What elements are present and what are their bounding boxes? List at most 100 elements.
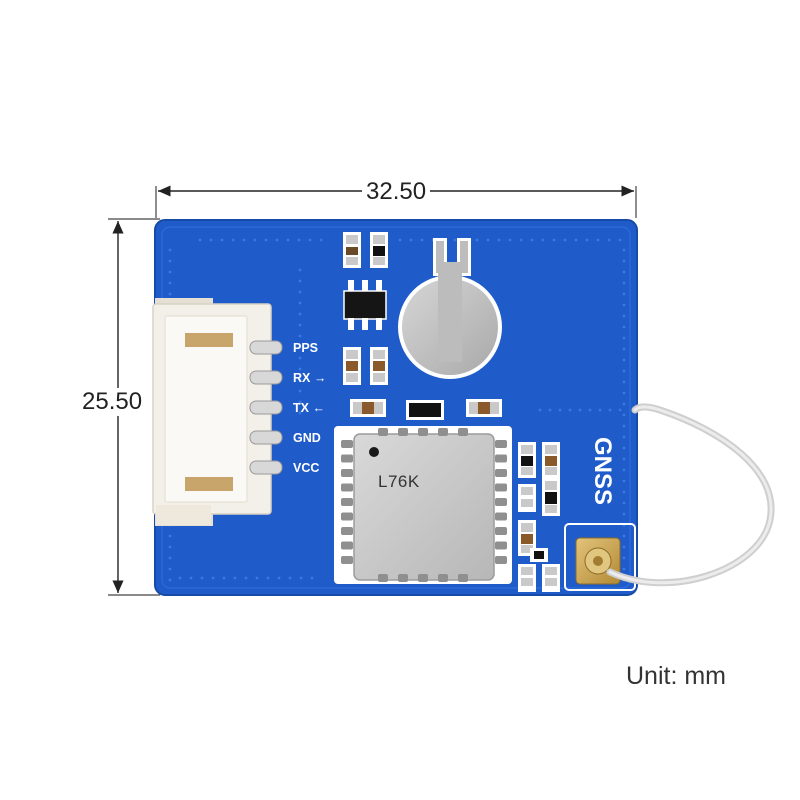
pin-label-rx: RX → <box>293 371 327 385</box>
via-dot <box>253 238 257 242</box>
module-pad <box>458 574 468 582</box>
via-dot <box>308 238 312 242</box>
via-dot <box>168 248 172 252</box>
via-dot <box>622 248 626 252</box>
module-pad <box>495 527 507 535</box>
pin-label-tx: TX ← <box>293 401 325 415</box>
via-dot <box>607 238 611 242</box>
module-pad <box>438 428 448 436</box>
via-dot <box>178 576 182 580</box>
pin-label-vcc: VCC <box>293 461 320 475</box>
via-dot <box>548 408 552 412</box>
via-dot <box>588 408 592 412</box>
via-dot <box>189 576 193 580</box>
via-dot <box>622 347 626 351</box>
pin-label-gnd: GND <box>293 431 321 445</box>
via-dot <box>168 534 172 538</box>
via-dot <box>168 281 172 285</box>
via-dot <box>168 259 172 263</box>
module-pad <box>495 483 507 492</box>
via-dot <box>622 468 626 472</box>
via-dot <box>222 576 226 580</box>
module-pad <box>341 454 353 463</box>
module-pad <box>495 541 507 550</box>
via-dot <box>622 490 626 494</box>
via-dot <box>622 545 626 549</box>
via-dot <box>398 238 402 242</box>
via-dot <box>298 301 302 305</box>
pin-label-pps: PPS <box>293 341 319 355</box>
via-dot <box>298 279 302 283</box>
gnss-silkscreen-label: GNSS <box>589 436 616 506</box>
via-dot <box>622 325 626 329</box>
via-dot <box>168 292 172 296</box>
via-dot <box>552 238 556 242</box>
via-dot <box>486 238 490 242</box>
via-dot <box>264 238 268 242</box>
via-dot <box>298 323 302 327</box>
via-dot <box>298 268 302 272</box>
via-dot <box>298 367 302 371</box>
via-dot <box>622 446 626 450</box>
via-dot <box>198 238 202 242</box>
via-dot <box>508 238 512 242</box>
via-dot <box>168 545 172 549</box>
via-dot <box>530 238 534 242</box>
via-dot <box>497 238 501 242</box>
module-pad <box>341 512 353 521</box>
via-dot <box>622 336 626 340</box>
jst-connector <box>152 298 272 526</box>
connector-pins <box>249 340 283 475</box>
via-dot <box>255 576 259 580</box>
via-dot <box>299 576 303 580</box>
coin-cell-battery <box>398 238 502 379</box>
via-dot <box>622 479 626 483</box>
via-dot <box>622 303 626 307</box>
via-dot <box>453 238 457 242</box>
via-dot <box>596 238 600 242</box>
smd-components <box>343 232 560 592</box>
via-dot <box>298 312 302 316</box>
module-pad <box>341 483 353 492</box>
module-pad <box>378 428 388 436</box>
l76k-module <box>334 426 512 584</box>
via-dot <box>298 356 302 360</box>
via-dot <box>622 281 626 285</box>
via-dot <box>558 408 562 412</box>
via-dot <box>244 576 248 580</box>
module-pad <box>495 454 507 463</box>
height-dimension-label: 25.50 <box>80 388 145 416</box>
via-dot <box>231 238 235 242</box>
via-dot <box>475 238 479 242</box>
module-pad <box>398 574 408 582</box>
via-dot <box>622 501 626 505</box>
via-dot <box>233 576 237 580</box>
via-dot <box>568 408 572 412</box>
via-dot <box>538 408 542 412</box>
via-dot <box>168 567 172 571</box>
via-dot <box>622 292 626 296</box>
via-dot <box>622 512 626 516</box>
via-dot <box>622 259 626 263</box>
via-dot <box>298 290 302 294</box>
via-dot <box>298 334 302 338</box>
via-dot <box>563 238 567 242</box>
via-dot <box>209 238 213 242</box>
via-dot <box>298 345 302 349</box>
via-dot <box>622 391 626 395</box>
via-dot <box>266 576 270 580</box>
module-pad <box>341 498 353 506</box>
unit-label: Unit: mm <box>626 662 726 690</box>
via-dot <box>420 238 424 242</box>
module-pad <box>341 541 353 550</box>
module-pad <box>398 428 408 436</box>
via-dot <box>622 380 626 384</box>
module-pad <box>341 556 353 564</box>
module-pad <box>495 469 507 477</box>
via-dot <box>288 576 292 580</box>
via-dot <box>298 378 302 382</box>
module-pad <box>495 512 507 521</box>
via-dot <box>298 389 302 393</box>
